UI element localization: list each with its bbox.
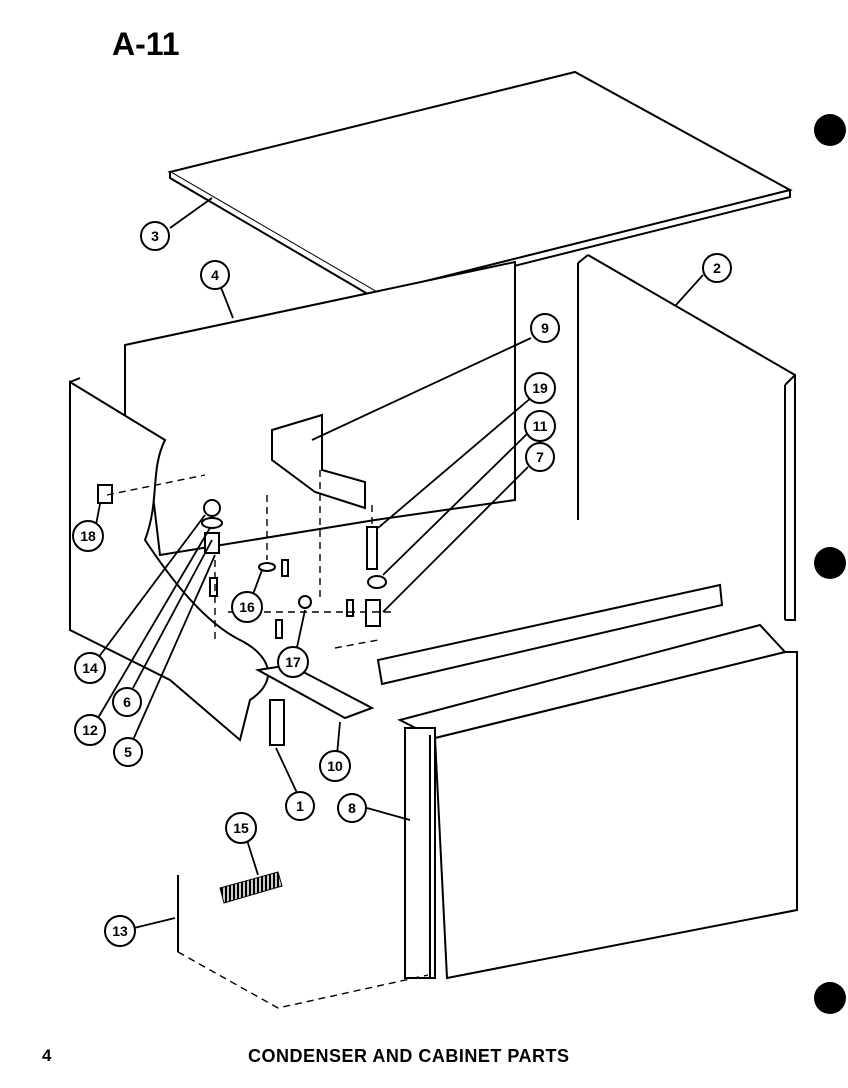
condenser-coil: [397, 623, 798, 980]
svg-text:18: 18: [80, 528, 96, 544]
svg-text:13: 13: [112, 923, 128, 939]
hardware-parts: [201, 499, 387, 639]
callout-16: 16: [231, 591, 263, 623]
svg-text:1: 1: [296, 798, 304, 814]
callout-5: 5: [113, 737, 143, 767]
callout-3: 3: [140, 221, 170, 251]
page-number: 4: [42, 1046, 52, 1065]
svg-text:3: 3: [151, 228, 159, 244]
callout-4: 4: [200, 260, 230, 290]
binder-hole-top: [814, 114, 846, 146]
svg-text:15: 15: [233, 820, 249, 836]
callout-17: 17: [277, 646, 309, 678]
callout-13: 13: [104, 915, 136, 947]
callout-11: 11: [524, 410, 556, 442]
svg-text:5: 5: [124, 744, 132, 760]
top-cover: [167, 70, 793, 302]
callout-9: 9: [530, 313, 560, 343]
callout-2: 2: [702, 253, 732, 283]
svg-text:10: 10: [327, 758, 343, 774]
label-decal: [219, 871, 283, 904]
assembly-guides: [106, 470, 429, 1009]
callout-18: 18: [72, 520, 104, 552]
svg-text:9: 9: [541, 320, 549, 336]
callout-8: 8: [337, 793, 367, 823]
svg-text:4: 4: [211, 267, 219, 283]
callout-14: 14: [74, 652, 106, 684]
diagram-caption: CONDENSER AND CABINET PARTS: [248, 1046, 570, 1066]
callout-6: 6: [112, 687, 142, 717]
callout-1: 1: [285, 791, 315, 821]
callout-19: 19: [524, 372, 556, 404]
right-side-panel: [577, 254, 796, 621]
callout-15: 15: [225, 812, 257, 844]
svg-text:16: 16: [239, 599, 255, 615]
binder-hole-middle: [814, 547, 846, 579]
front-strip: [376, 583, 724, 686]
svg-text:7: 7: [536, 449, 544, 465]
binder-hole-bottom: [814, 982, 846, 1014]
callout-12: 12: [74, 714, 106, 746]
page-title: A-11: [112, 26, 180, 62]
svg-text:14: 14: [82, 660, 98, 676]
svg-text:19: 19: [532, 380, 548, 396]
svg-text:6: 6: [123, 694, 131, 710]
mounting-bracket: [271, 413, 366, 510]
leader-lines: [94, 197, 704, 929]
svg-text:2: 2: [713, 260, 721, 276]
svg-text:17: 17: [285, 654, 301, 670]
svg-text:8: 8: [348, 800, 356, 816]
svg-text:11: 11: [533, 418, 548, 434]
callout-10: 10: [319, 750, 351, 782]
svg-text:12: 12: [82, 722, 98, 738]
callout-7: 7: [525, 442, 555, 472]
